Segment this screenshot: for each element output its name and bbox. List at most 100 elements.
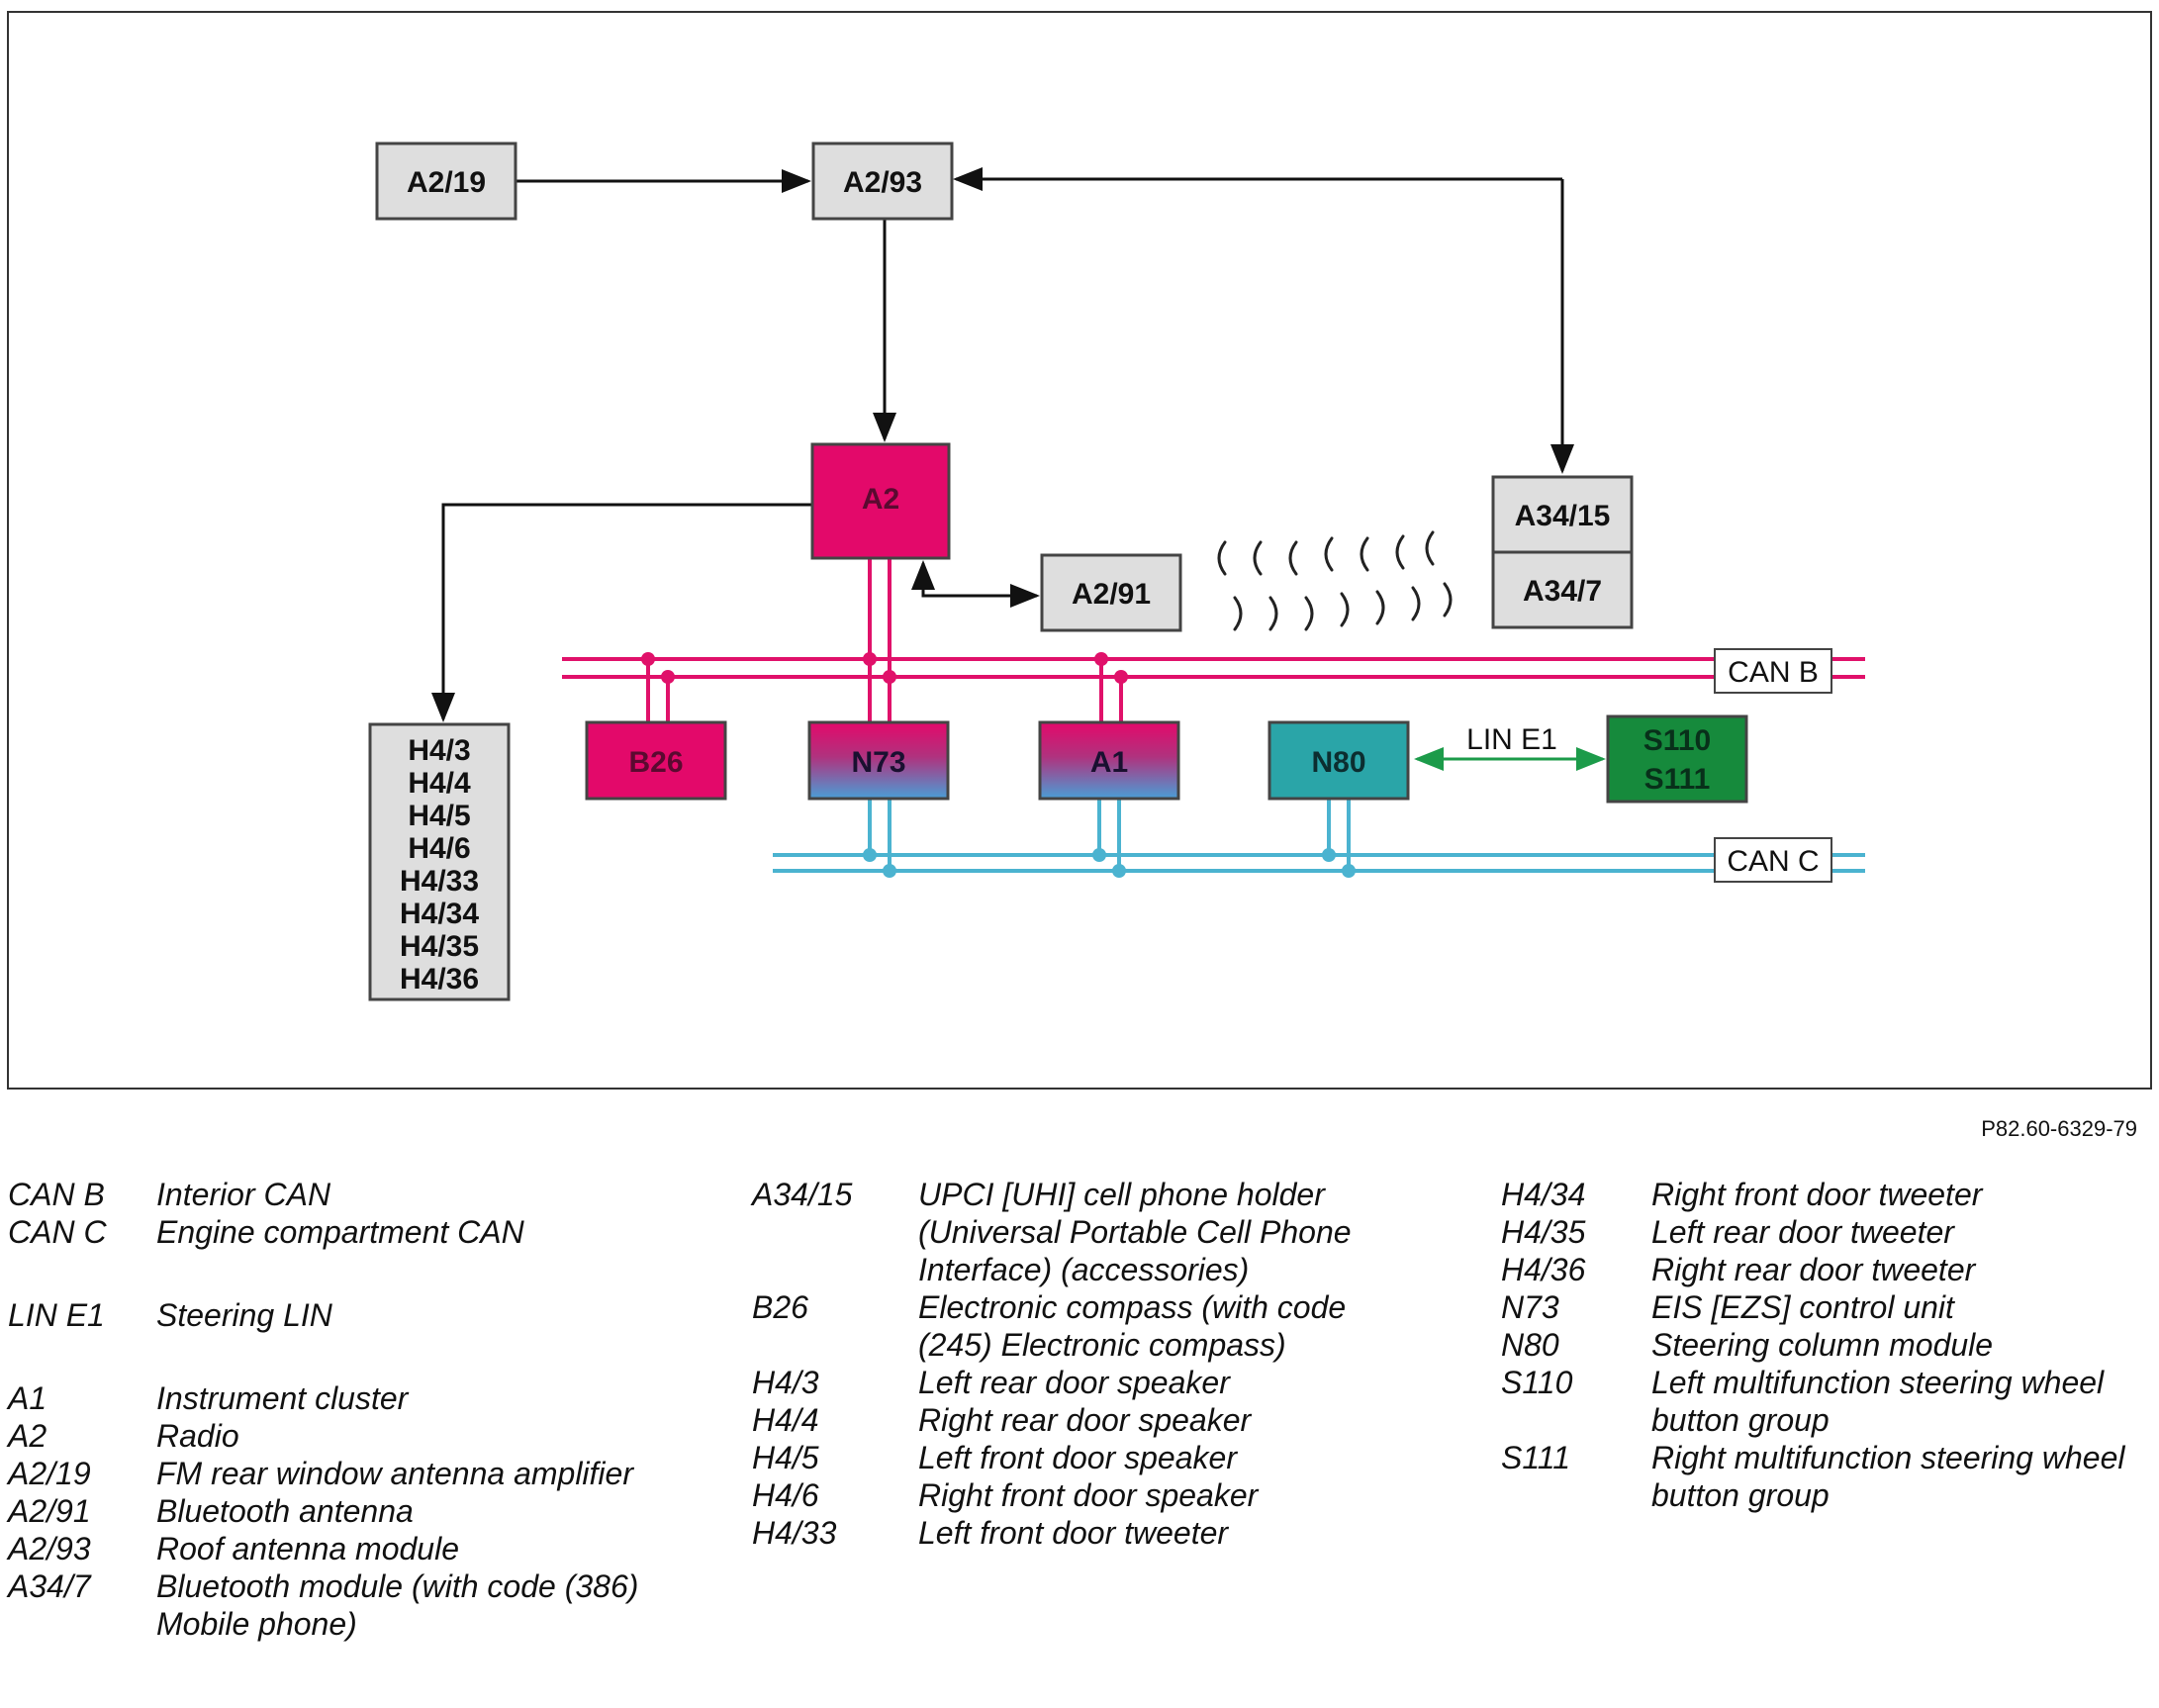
legend-row bbox=[8, 1251, 651, 1296]
legend-row: B26 Electronic compass (with code (245) E… bbox=[752, 1288, 1405, 1364]
legend-code: B26 bbox=[752, 1289, 808, 1325]
a2-label: A2 bbox=[862, 483, 899, 516]
legend-description: Instrument cluster bbox=[156, 1380, 409, 1416]
diagram-frame bbox=[7, 11, 2152, 1090]
a1-label: A1 bbox=[1090, 746, 1128, 779]
legend-code: H4/5 bbox=[752, 1440, 819, 1475]
legend-description: Left front door tweeter bbox=[918, 1515, 1229, 1551]
can-b-tag-label: CAN B bbox=[1728, 656, 1819, 689]
legend-description: Right rear door speaker bbox=[918, 1402, 1252, 1438]
legend-code: LIN E1 bbox=[8, 1297, 105, 1333]
legend-row: S110 Left multifunction steering wheel bu… bbox=[1501, 1364, 2154, 1439]
speaker-label: H4/34 bbox=[400, 898, 479, 930]
legend-code: CAN C bbox=[8, 1214, 107, 1250]
legend-code: A34/15 bbox=[752, 1177, 853, 1212]
a34-15-box bbox=[1491, 475, 1634, 554]
a2-93-label: A2/93 bbox=[843, 166, 922, 199]
legend-code: H4/3 bbox=[752, 1365, 819, 1400]
a34-7-label: A34/7 bbox=[1523, 575, 1602, 608]
s110-s111-box bbox=[1606, 714, 1748, 804]
b26-label: B26 bbox=[628, 746, 683, 779]
legend-row: A2/93 Roof antenna module bbox=[8, 1530, 651, 1567]
legend-row: H4/5 Left front door speaker bbox=[752, 1439, 1405, 1476]
speakers-box bbox=[368, 722, 511, 1001]
a34-15-label: A34/15 bbox=[1515, 500, 1611, 532]
speaker-label: H4/6 bbox=[408, 832, 470, 865]
legend-code: A34/7 bbox=[8, 1568, 91, 1604]
legend-description: Engine compartment CAN bbox=[156, 1214, 524, 1250]
legend-description: Electronic compass (with code (245) Elec… bbox=[918, 1289, 1347, 1363]
legend-row: H4/35 Left rear door tweeter bbox=[1501, 1213, 2154, 1251]
legend-description: Roof antenna module bbox=[156, 1531, 459, 1566]
a2-19-label: A2/19 bbox=[407, 166, 486, 199]
a2-91-box bbox=[1040, 553, 1182, 632]
legend-code: H4/4 bbox=[752, 1402, 819, 1438]
legend-description: Right front door tweeter bbox=[1651, 1177, 1983, 1212]
legend-code bbox=[8, 1251, 156, 1296]
legend-row: A34/15 UPCI [UHI] cell phone holder (Univ… bbox=[752, 1176, 1405, 1288]
speaker-label: H4/36 bbox=[400, 963, 479, 996]
legend-row: H4/36 Right rear door tweeter bbox=[1501, 1251, 2154, 1288]
legend-description: Bluetooth antenna bbox=[156, 1493, 414, 1529]
n80-box bbox=[1267, 720, 1410, 801]
a2-radio-box bbox=[810, 442, 951, 560]
n73-box bbox=[807, 720, 950, 801]
can-b-drops bbox=[646, 559, 1123, 722]
s110-label: S110 bbox=[1643, 724, 1711, 757]
legend-row: A2/19 FM rear window antenna amplifier bbox=[8, 1455, 651, 1492]
can-c-junctions bbox=[863, 848, 1356, 878]
a2-93-box bbox=[811, 142, 954, 221]
legend-description: EIS [EZS] control unit bbox=[1651, 1289, 1954, 1325]
legend-code: A1 bbox=[8, 1380, 47, 1416]
a1-box bbox=[1038, 720, 1180, 801]
legend-row: H4/34 Right front door tweeter bbox=[1501, 1176, 2154, 1213]
legend-code bbox=[8, 1334, 156, 1379]
legend-description bbox=[156, 1251, 651, 1296]
legend-description: Steering LIN bbox=[156, 1297, 332, 1333]
legend-row: H4/6 Right front door speaker bbox=[752, 1476, 1405, 1514]
can-b-junctions bbox=[641, 652, 1128, 684]
legend-row: LIN E1 Steering LIN bbox=[8, 1296, 651, 1334]
legend-description: FM rear window antenna amplifier bbox=[156, 1456, 633, 1491]
legend-code: H4/6 bbox=[752, 1477, 819, 1513]
legend-description: UPCI [UHI] cell phone holder (Universal … bbox=[918, 1177, 1352, 1287]
can-c-tag-label: CAN C bbox=[1727, 845, 1819, 878]
legend-code: S110 bbox=[1501, 1365, 1573, 1400]
legend-description: Radio bbox=[156, 1418, 239, 1454]
legend-description: Bluetooth module (with code (386) Mobile… bbox=[156, 1568, 639, 1642]
legend-code: H4/35 bbox=[1501, 1214, 1586, 1250]
legend-description: Right front door speaker bbox=[918, 1477, 1259, 1513]
legend-row bbox=[8, 1334, 651, 1379]
legend-description: Left front door speaker bbox=[918, 1440, 1237, 1475]
legend-description bbox=[156, 1334, 651, 1379]
legend-column-2: A34/15 UPCI [UHI] cell phone holder (Univ… bbox=[752, 1176, 1405, 1552]
a2-19-box bbox=[375, 142, 517, 221]
legend-description: Right multifunction steering wheel butto… bbox=[1651, 1440, 2125, 1513]
legend-code: A2/93 bbox=[8, 1531, 91, 1566]
s111-label: S111 bbox=[1644, 763, 1711, 796]
network-diagram: LIN E1 A2/19 A2/93 A2 A2/91 A34/15 A34/7… bbox=[7, 11, 2152, 1090]
speaker-label: H4/33 bbox=[400, 865, 479, 898]
speaker-label: H4/35 bbox=[400, 930, 479, 963]
legend-code: H4/34 bbox=[1501, 1177, 1586, 1212]
legend-code: A2/19 bbox=[8, 1456, 91, 1491]
arrow-a2-to-speakers bbox=[431, 503, 812, 722]
legend-description: Left multifunction steering wheel button… bbox=[1651, 1365, 2105, 1438]
legend-code: A2 bbox=[8, 1418, 47, 1454]
legend-description: Left rear door tweeter bbox=[1651, 1214, 1954, 1250]
legend-row: A2 Radio bbox=[8, 1417, 651, 1455]
legend-description: Interior CAN bbox=[156, 1177, 331, 1212]
legend-code: H4/36 bbox=[1501, 1252, 1586, 1287]
legend-description: Right rear door tweeter bbox=[1651, 1252, 1976, 1287]
figure-reference: P82.60-6329-79 bbox=[1981, 1116, 2137, 1141]
legend-description: Steering column module bbox=[1651, 1327, 1994, 1363]
speaker-label: H4/4 bbox=[408, 767, 471, 800]
